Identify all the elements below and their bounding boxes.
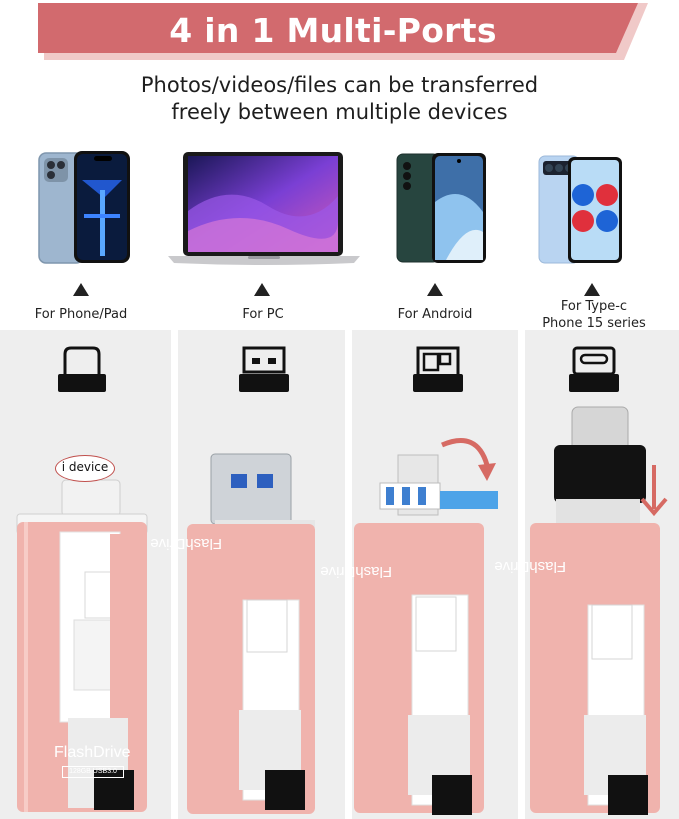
banner-title: 4 in 1 Multi-Ports <box>169 11 497 50</box>
subtitle-line-1: Photos/videos/files can be transferred <box>140 73 539 97</box>
drive-brand-text: FlashDrive <box>54 744 131 761</box>
i-device-callout-text: i device <box>61 460 109 474</box>
flash-drive-micro-usb <box>354 438 498 815</box>
arrow-up-icon <box>427 283 443 296</box>
drive-capacity-badge: 128GB USB3.0 <box>62 766 124 778</box>
device-label-typec: For Type-c Phone 15 series <box>509 298 679 332</box>
type-c-port-icon <box>569 346 619 392</box>
banner-ribbon <box>38 3 648 60</box>
device-label-text: For Android <box>397 307 473 322</box>
device-label-pc: For PC <box>178 306 348 323</box>
drive-brand-text: FlashDrive <box>494 558 566 575</box>
laptop-image <box>168 152 360 265</box>
iphone-image <box>38 151 130 264</box>
micro-usb-port-icon <box>413 346 463 392</box>
typec-phone-image <box>538 155 622 264</box>
device-label-text: Phone 15 series <box>542 316 646 331</box>
arrow-up-icon <box>254 283 270 296</box>
drive-brand-text: FlashDrive <box>150 535 222 552</box>
device-label-text: For PC <box>242 307 284 322</box>
flash-drive-lightning <box>16 479 148 812</box>
device-label-text: For Phone/Pad <box>34 307 128 322</box>
device-label-android: For Android <box>350 306 520 323</box>
device-label-phone-pad: For Phone/Pad <box>0 306 166 323</box>
arrow-up-icon <box>584 283 600 296</box>
android-phone-image <box>396 153 486 263</box>
title-banner: 4 in 1 Multi-Ports <box>38 3 648 60</box>
subtitle-line-2: freely between multiple devices <box>171 100 508 124</box>
flash-drive-type-c <box>530 406 668 815</box>
arrow-up-icon <box>73 283 89 296</box>
subtitle: Photos/videos/files can be transferred f… <box>0 72 679 126</box>
i-device-callout <box>55 455 115 482</box>
device-label-text: For Type-c <box>560 299 628 314</box>
drive-brand-text: FlashDrive <box>320 563 392 580</box>
lightning-port-icon <box>58 346 106 392</box>
flash-drive-usb-a <box>187 453 315 814</box>
usb-a-port-icon <box>239 346 289 392</box>
